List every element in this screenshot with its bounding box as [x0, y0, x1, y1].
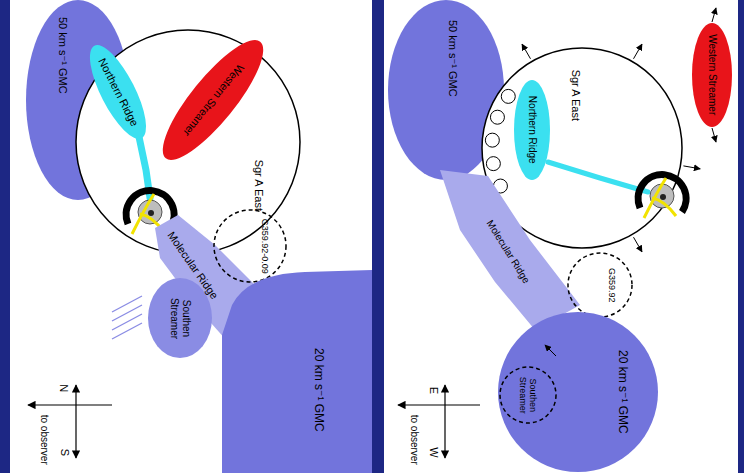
region-label: Sgr A East: [569, 69, 582, 120]
shape-outline: [568, 253, 632, 317]
direction-label: to observer: [408, 415, 420, 465]
region-shape: [500, 367, 556, 423]
dashed-circle: G359.92-0.09: [214, 210, 286, 282]
expansion-arrow: [634, 237, 643, 252]
region-label: 50 km s⁻¹ GMC: [56, 16, 69, 93]
region-shape: [514, 80, 550, 180]
region-shape: [498, 312, 658, 472]
region-shape: [148, 278, 212, 358]
compass-letter: E: [427, 386, 440, 393]
minispiral: [638, 175, 686, 218]
region-label: G359.92-0.09: [259, 219, 269, 274]
region-label: Western Streamer: [706, 34, 718, 115]
shock-ring: [486, 157, 500, 171]
shock-ring: [490, 110, 504, 124]
shock-ring: [485, 133, 499, 147]
streamer-blob: Western Streamer: [163, 40, 263, 160]
region-shape: [692, 23, 732, 127]
streamer-blob: Western Streamer: [692, 23, 732, 127]
left-panel: [10, 0, 372, 473]
region-shape: [214, 210, 286, 282]
cloud-shape: 20 km s⁻¹ GMC: [222, 270, 372, 473]
shape-outline: [214, 210, 286, 282]
shock-ring: [501, 89, 515, 103]
right-panel: [384, 0, 738, 473]
region-label: 20 km s⁻¹ GMC: [311, 348, 325, 432]
region-label: Northern Ridge: [526, 96, 538, 164]
region-label: G359.92: [607, 268, 617, 303]
compass-letter: S: [58, 448, 71, 455]
ridge-band: Molecular Ridge: [440, 170, 580, 330]
cloud-circle: 20 km s⁻¹ GMC Southen Streamer: [498, 312, 658, 472]
region-label: 50 km s⁻¹ GMC: [446, 19, 459, 96]
ridge-band: Northern Ridge: [90, 45, 146, 139]
compass-letter: N: [58, 384, 71, 392]
motion-arrow: [545, 345, 556, 356]
motion-arrow: [712, 128, 716, 142]
motion-arrow: [712, 8, 716, 22]
region-label: 20 km s⁻¹ GMC: [615, 350, 629, 434]
compass-letter: W: [427, 447, 440, 457]
expansion-arrow: [634, 44, 643, 59]
expansion-arrow: [522, 44, 531, 59]
ridge-ellipse: Northern Ridge: [514, 80, 550, 180]
region-shape: [568, 253, 632, 317]
dashed-circle: G359.92: [568, 253, 632, 317]
expansion-arrow: [683, 166, 700, 169]
region-label: Sgr A East: [252, 159, 265, 210]
hatching: [112, 296, 142, 339]
shape-outline: [222, 270, 372, 473]
region-shape: [79, 38, 157, 146]
dashed-circle: Southen Streamer: [500, 367, 556, 423]
region-label: Southen Streamer: [169, 287, 192, 349]
region-shape: [149, 28, 278, 172]
region-shape: [440, 170, 580, 330]
region-shape: [222, 270, 372, 473]
filament: [548, 162, 648, 192]
region-label: Southen Streamer: [518, 369, 539, 421]
direction-label: to observer: [38, 415, 50, 465]
